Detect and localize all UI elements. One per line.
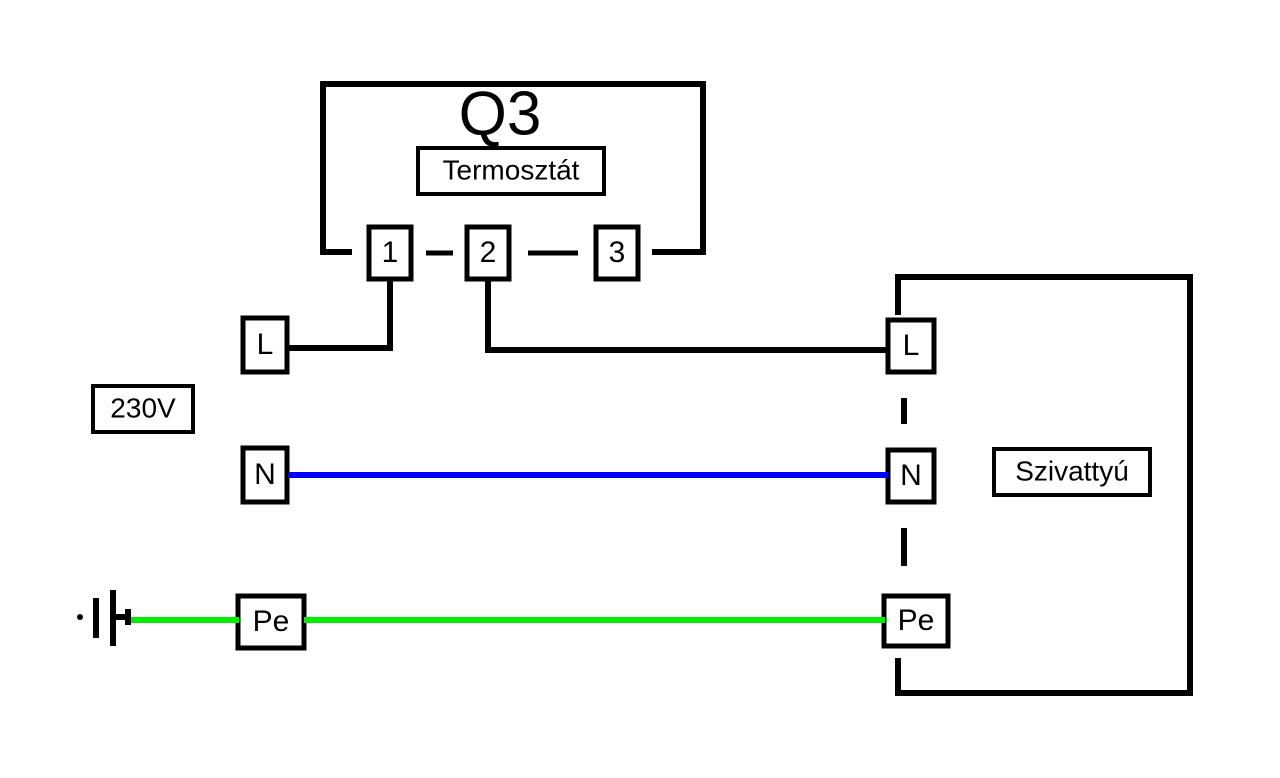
load-terminal-Pe-label: Pe — [898, 604, 935, 637]
thermostat-terminal-3-label: 3 — [609, 236, 626, 269]
load-terminal-L-box[interactable] — [885, 317, 937, 375]
thermostat-terminal-2-box[interactable] — [464, 224, 512, 282]
load-terminal-N-label: N — [900, 459, 922, 492]
load-name-label: Szivattyú — [1015, 455, 1129, 486]
supply-terminal-N-box[interactable] — [240, 445, 290, 505]
thermostat-terminal-1-box[interactable] — [366, 224, 414, 282]
supply-terminal-Pe-label: Pe — [253, 605, 290, 638]
wire-thermostat-2-to-load-L — [485, 280, 886, 353]
thermostat-designation: Q3 — [459, 79, 542, 148]
thermostat-terminal-1-label: 1 — [382, 236, 399, 269]
supply-terminal-N-label: N — [254, 458, 276, 491]
load-terminal-L-label: L — [903, 329, 920, 362]
supply-terminal-Pe-box[interactable] — [235, 593, 307, 651]
load-enclosure-outline — [895, 274, 1193, 696]
thermostat-enclosure-outline — [320, 81, 706, 252]
thermostat-terminal-2-label: 2 — [480, 236, 497, 269]
supply-voltage-box — [91, 384, 195, 434]
earth-ground-dot-icon — [77, 614, 83, 620]
supply-terminal-L-label: L — [257, 328, 274, 361]
load-name-box — [992, 447, 1152, 497]
supply-voltage-label: 230V — [110, 392, 176, 423]
wire-supply-L-to-thermostat-1 — [287, 280, 393, 351]
thermostat-terminal-3-box[interactable] — [593, 224, 641, 282]
thermostat-name-box — [416, 146, 606, 196]
load-terminal-Pe-box[interactable] — [881, 593, 951, 649]
thermostat-name-label: Termosztát — [443, 154, 580, 185]
supply-terminal-L-box[interactable] — [240, 315, 290, 375]
